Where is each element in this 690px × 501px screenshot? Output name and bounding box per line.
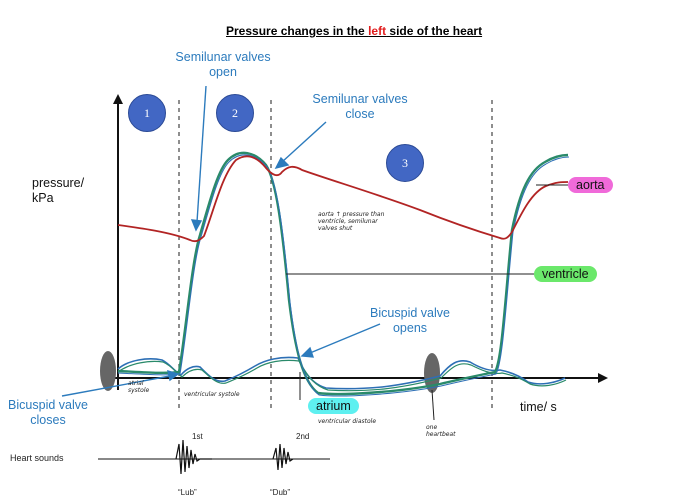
ventricular-diastole-note: ventricular diastole [318, 418, 377, 425]
heartbeat-marker-left [100, 351, 116, 391]
heartbeat-pointer [431, 389, 435, 421]
ventricle-badge: ventricle [534, 266, 597, 282]
x-axis-arrow [598, 373, 608, 383]
x-axis-label: time/ s [520, 400, 557, 414]
diagram-title: Pressure changes in the left side of the… [226, 24, 482, 38]
aorta-note: aorta ↑ pressure than ventricle, semilun… [318, 211, 385, 232]
ventricle-curve-inner [117, 154, 570, 397]
heart-sounds-label: Heart sounds [10, 453, 64, 463]
phase-3-circle: 3 [386, 144, 424, 182]
y-axis-label: pressure/ kPa [32, 176, 85, 205]
heart-sound-lub-wave [175, 439, 212, 475]
semilunar-open-label: Semilunar valves open [175, 50, 271, 79]
bicuspid-closes-label: Bicuspid valve closes [8, 398, 88, 427]
bicuspid-opens-arrow [300, 323, 381, 358]
phase-1-circle: 1 [128, 94, 166, 132]
title-highlight: left [368, 24, 387, 38]
y-axis-arrow [113, 94, 123, 104]
aorta-badge: aorta [568, 177, 613, 193]
second-sound-label: 2nd [296, 432, 310, 441]
atrial-systole-note: atrial systole [128, 380, 150, 394]
semilunar-open-arrow [190, 85, 207, 232]
aorta-curve [117, 155, 569, 243]
lub-label: “Lub” [178, 488, 197, 497]
one-heartbeat-note: one heartbeat [426, 424, 456, 438]
semilunar-close-label: Semilunar valves close [312, 92, 408, 121]
heartbeat-marker-right [424, 353, 440, 393]
phase-2-circle: 2 [216, 94, 254, 132]
semilunar-close-arrow [274, 121, 327, 170]
bicuspid-opens-label: Bicuspid valve opens [370, 306, 450, 335]
first-sound-label: 1st [192, 432, 203, 441]
heart-sound-dub-wave [272, 443, 294, 471]
dub-label: “Dub” [270, 488, 291, 497]
ventricular-systole-note: ventricular systole [184, 391, 240, 398]
atrium-curve-shadow [117, 359, 567, 392]
atrium-badge: atrium [308, 398, 359, 414]
title-prefix: Pressure changes in the [226, 24, 369, 38]
title-suffix: side of the heart [386, 24, 483, 38]
bicuspid-closes-arrow [61, 369, 180, 397]
